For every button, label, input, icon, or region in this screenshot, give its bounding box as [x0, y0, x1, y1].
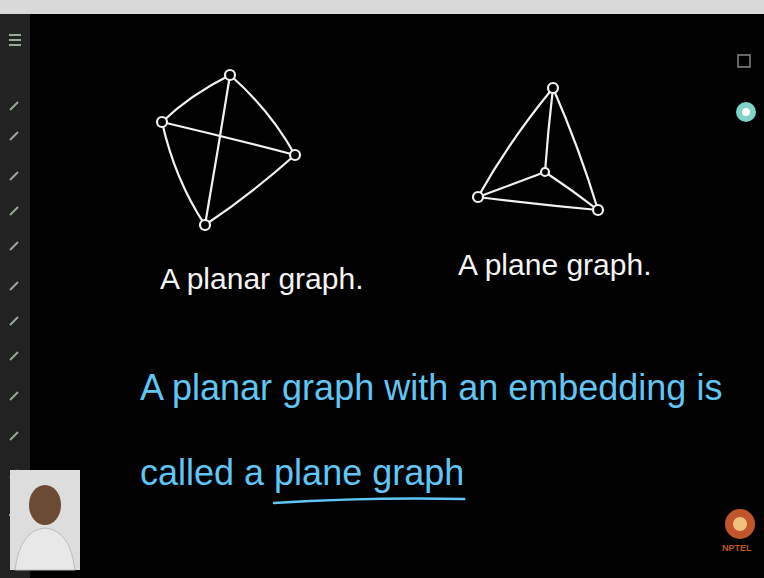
- definition-note: A planar graph with an embedding is call…: [140, 345, 740, 515]
- title-bar: [0, 0, 764, 14]
- planar-graph-drawing: [157, 70, 300, 230]
- nptel-logo: [725, 509, 755, 539]
- plane-graph-drawing: [473, 83, 603, 215]
- side-icons: [736, 55, 756, 122]
- underline: [274, 499, 464, 504]
- graph-caption: A plane graph.: [458, 248, 652, 282]
- logo-text: NPTEL: [722, 543, 752, 553]
- speaker-video: [10, 470, 80, 570]
- graph-caption: A planar graph.: [160, 262, 363, 296]
